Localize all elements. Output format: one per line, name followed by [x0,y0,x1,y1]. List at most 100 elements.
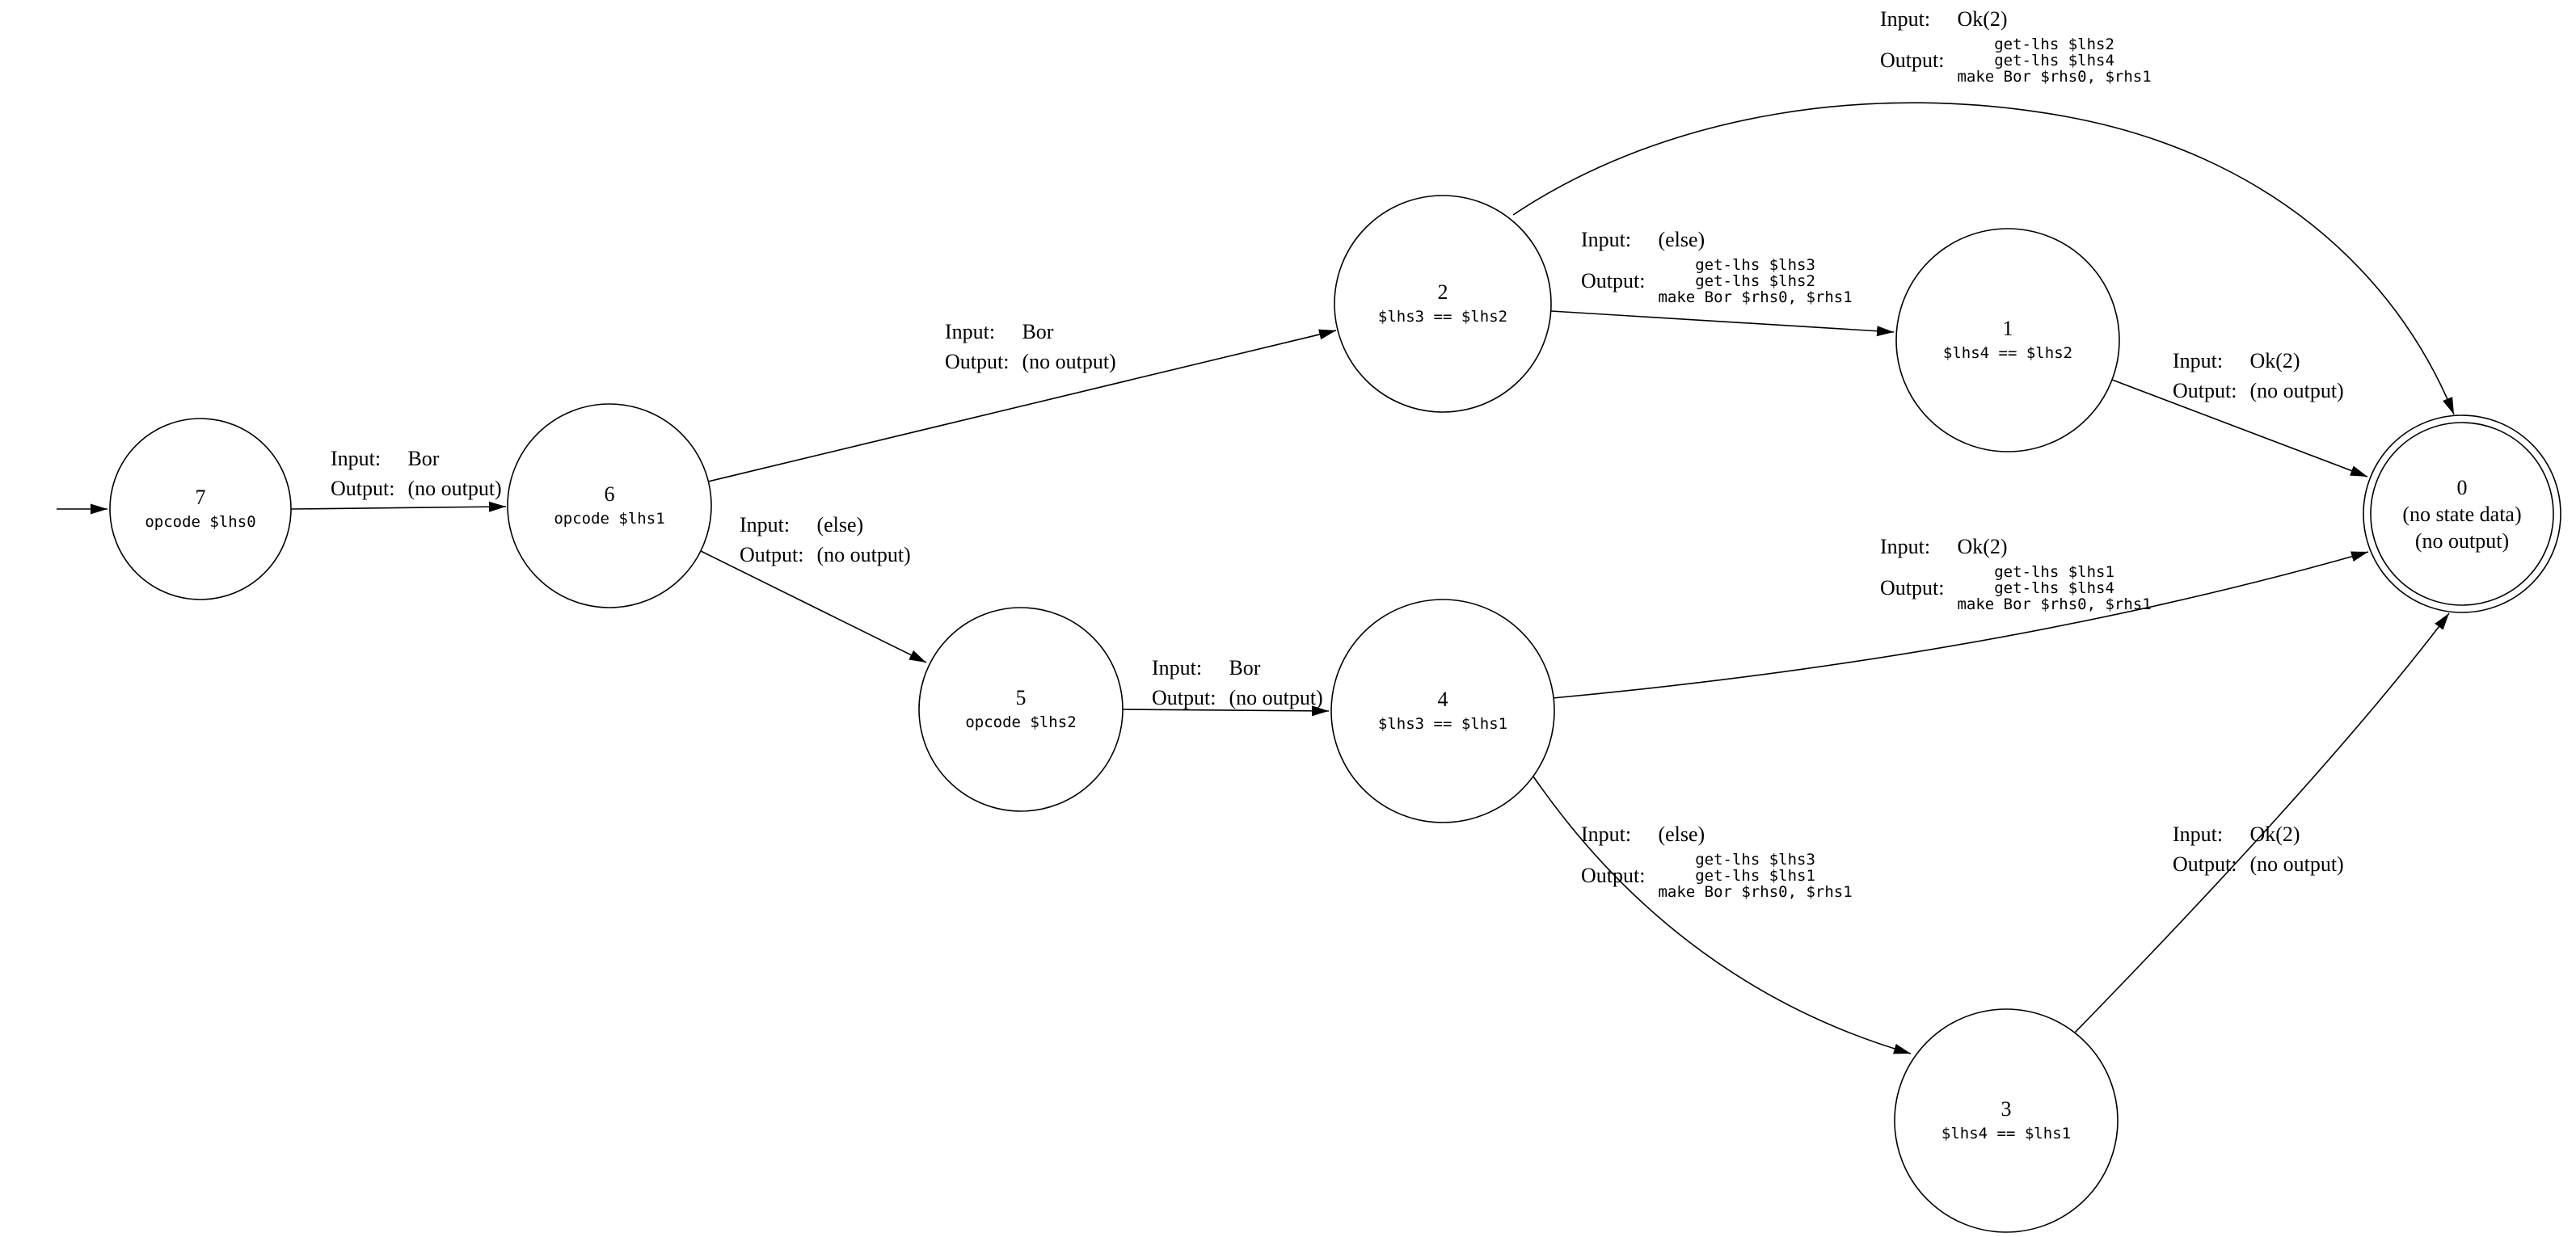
input-value: Ok(2) [2249,349,2300,372]
input-value: Bor [1229,656,1261,680]
output-key: Output: [2173,852,2237,876]
edge-3-0 [2073,612,2450,1034]
state-4-data: $lhs3 == $lhs1 [1377,715,1508,733]
output-key: Output: [1581,269,1646,292]
output-key: Output: [945,350,1010,373]
output-key: Output: [740,543,804,566]
edge-1-0 [2111,379,2368,478]
output-action-line: get-lhs $lhs1 [1695,867,1815,885]
output-value: (no output) [1022,350,1116,373]
output-value: (no output) [816,543,911,566]
output-action-line: get-lhs $lhs1 [1994,563,2114,581]
output-value: (no output) [2249,379,2344,402]
output-value: (no output) [2249,852,2344,876]
output-action-line: make Bor $rhs0, $rhs1 [1658,883,1853,901]
state-3-data: $lhs4 == $lhs1 [1941,1125,2072,1142]
output-action-line: make Bor $rhs0, $rhs1 [1658,288,1853,306]
input-key: Input: [331,447,382,470]
output-actions: get-lhs $lhs1 get-lhs $lhs4 make Bor $rh… [1957,564,2151,612]
output-key: Output: [2173,379,2237,402]
state-0-note2: (no output) [2414,529,2510,553]
state-1-circle [1895,228,2120,452]
output-action-line: make Bor $rhs0, $rhs1 [1957,595,2152,613]
edge-label-4-0: Input: Ok(2) Output: get-lhs $lhs1 get-l… [1880,534,2152,612]
edge-label-6-5: Input: (else) Output: (no output) [740,512,911,568]
edge-label-4-3: Input: (else) Output: get-lhs $lhs3 get-… [1581,822,1853,900]
edge-6-2 [707,329,1337,482]
edge-layer [57,102,2455,1054]
input-key: Input: [2173,823,2224,846]
edge-2-1 [1550,310,1895,337]
input-key: Input: [740,513,791,536]
edge-label-5-4: Input: Bor Output: (no output) [1152,655,1323,711]
state-7-data: opcode $lhs0 [145,513,256,531]
output-actions: get-lhs $lhs3 get-lhs $lhs1 make Bor $rh… [1658,852,1852,900]
output-value: (no output) [1229,686,1323,709]
edge-4-0 [1552,551,2369,699]
edge-5-4 [1122,705,1330,717]
state-0: 0 (no state data) (no output) [2402,475,2521,554]
output-action-line: get-lhs $lhs2 [1695,272,1815,290]
state-0-inner-circle [2370,422,2554,606]
edge-6-5 [700,550,927,663]
state-0-note1: (no state data) [2402,503,2522,526]
node-layer [109,195,2561,1233]
state-2-circle [1334,195,1552,413]
output-action-line: make Bor $rhs0, $rhs1 [1957,68,2152,86]
input-key: Input: [2173,349,2224,372]
input-key: Input: [1880,7,1931,31]
output-key: Output: [331,477,395,500]
input-value: (else) [1658,823,1705,846]
output-key: Output: [1581,864,1646,887]
state-5-circle [918,607,1124,812]
state-4: 4 $lhs3 == $lhs1 [1378,687,1507,735]
input-value: Bor [1022,320,1054,343]
state-6-id: 6 [604,482,615,506]
state-4-id: 4 [1437,688,1448,711]
edge-label-7-6: Input: Bor Output: (no output) [331,446,502,502]
input-value: Bor [407,447,440,470]
state-6-circle [507,403,712,608]
state-7-id: 7 [195,486,206,509]
state-5-id: 5 [1015,686,1027,709]
state-1: 1 $lhs4 == $lhs2 [1943,316,2072,364]
output-action-line: get-lhs $lhs4 [1994,52,2114,69]
state-6-data: opcode $lhs1 [554,510,665,528]
edge-label-1-0: Input: Ok(2) Output: (no output) [2173,348,2344,404]
input-value: Ok(2) [1957,7,2008,31]
edge-7-6 [290,501,507,512]
edge-label-6-2: Input: Bor Output: (no output) [945,319,1116,375]
state-3: 3 $lhs4 == $lhs1 [1941,1096,2071,1145]
state-4-circle [1330,599,1555,823]
output-key: Output: [1152,686,1216,709]
input-value: Ok(2) [2249,823,2300,846]
edge-label-2-1: Input: (else) Output: get-lhs $lhs3 get-… [1581,227,1853,305]
output-action-line: get-lhs $lhs3 [1695,851,1815,869]
output-key: Output: [1880,576,1945,600]
input-value: Ok(2) [1957,535,2008,558]
state-6: 6 opcode $lhs1 [554,482,664,530]
state-3-circle [1894,1008,2119,1233]
output-key: Output: [1880,48,1945,72]
state-5: 5 opcode $lhs2 [965,685,1076,734]
input-value: (else) [816,513,864,536]
edge-4-3 [1533,776,1912,1054]
state-1-id: 1 [2002,317,2013,340]
output-action-line: get-lhs $lhs4 [1994,579,2114,597]
input-value: (else) [1658,228,1705,251]
state-1-data: $lhs4 == $lhs2 [1942,344,2073,362]
state-2-id: 2 [1437,280,1448,304]
input-key: Input: [1152,656,1203,680]
output-actions: get-lhs $lhs3 get-lhs $lhs2 make Bor $rh… [1658,257,1852,305]
state-7-circle [109,418,292,600]
edge-label-3-0: Input: Ok(2) Output: (no output) [2173,822,2344,877]
output-actions: get-lhs $lhs2 get-lhs $lhs4 make Bor $rh… [1957,36,2151,85]
input-key: Input: [1880,535,1931,558]
input-key: Input: [1581,228,1632,251]
state-3-id: 3 [2001,1097,2012,1121]
output-action-line: get-lhs $lhs2 [1994,36,2114,53]
output-value: (no output) [407,477,502,500]
state-0-id: 0 [2456,476,2468,499]
